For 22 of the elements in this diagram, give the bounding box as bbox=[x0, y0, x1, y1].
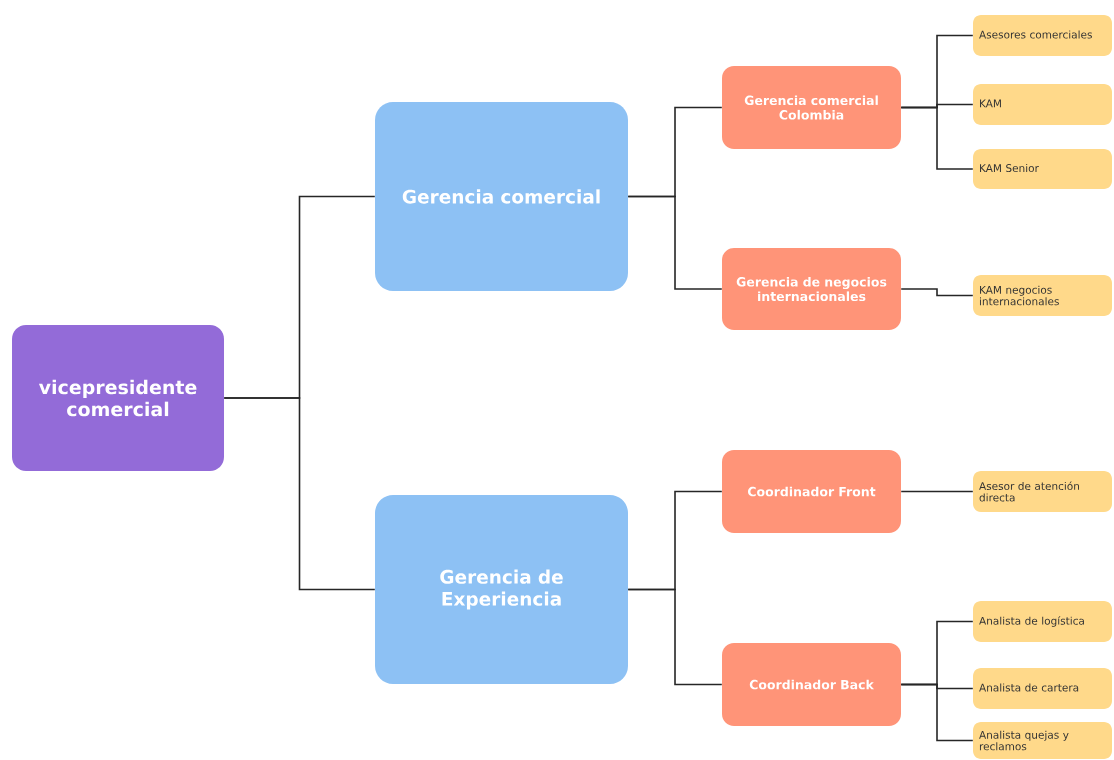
role-box: Analista de logística bbox=[973, 601, 1112, 642]
connector-line bbox=[627, 195, 723, 290]
role-box: Analista de cartera bbox=[973, 668, 1112, 709]
connector-line bbox=[900, 490, 974, 493]
unit-box: Coordinador Back bbox=[722, 643, 901, 726]
root-box: vicepresidente comercial bbox=[12, 325, 224, 471]
connector-line bbox=[900, 106, 974, 170]
role-box: Analista quejas y reclamos bbox=[973, 722, 1112, 759]
connector-line bbox=[223, 397, 376, 591]
role-box: Asesores comerciales bbox=[973, 15, 1112, 56]
role-box: Asesor de atención directa bbox=[973, 471, 1112, 512]
connector-line bbox=[627, 588, 723, 686]
connector-line bbox=[900, 288, 974, 297]
role-box: KAM negocios internacionales bbox=[973, 275, 1112, 316]
role-box: KAM Senior bbox=[973, 149, 1112, 189]
role-box: KAM bbox=[973, 84, 1112, 125]
unit-box: Gerencia comercial Colombia bbox=[722, 66, 901, 149]
department-box: Gerencia de Experiencia bbox=[375, 495, 628, 684]
unit-box: Gerencia de negocios internacionales bbox=[722, 248, 901, 330]
department-box: Gerencia comercial bbox=[375, 102, 628, 291]
connector-line bbox=[900, 683, 974, 742]
unit-box: Coordinador Front bbox=[722, 450, 901, 533]
